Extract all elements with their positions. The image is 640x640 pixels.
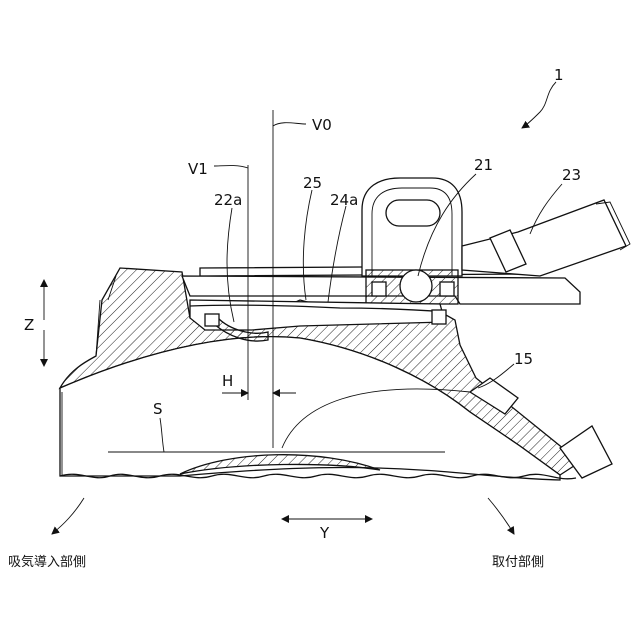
v0-leader xyxy=(273,123,306,126)
seal-right xyxy=(432,310,446,324)
label-v1: V1 xyxy=(188,160,208,178)
mount-side-arrow xyxy=(488,498,514,534)
label-15: 15 xyxy=(514,350,533,368)
v1-leader xyxy=(214,166,248,169)
label-intake-side: 吸気導入部側 xyxy=(8,554,86,570)
bracket-slot xyxy=(386,200,440,226)
label-z: Z xyxy=(24,316,34,334)
label-24a: 24a xyxy=(330,191,358,209)
intake-side-arrow xyxy=(52,498,84,534)
label-22a: 22a xyxy=(214,191,242,209)
valve-cap-left xyxy=(372,282,386,296)
label-25: 25 xyxy=(303,174,322,192)
label-s: S xyxy=(153,400,163,418)
label-23: 23 xyxy=(562,166,581,184)
seal-left xyxy=(205,314,219,326)
label-21: 21 xyxy=(474,156,493,174)
label-y: Y xyxy=(319,524,330,542)
outlet-pipe-23 xyxy=(462,200,626,276)
valve-cap-right xyxy=(440,282,454,296)
label-v0: V0 xyxy=(312,116,332,134)
mounting-bracket xyxy=(362,178,462,276)
assembly-leader xyxy=(522,82,556,128)
label-mount-side: 取付部側 xyxy=(492,555,544,570)
label-assembly: 1 xyxy=(554,66,564,84)
label-h: H xyxy=(222,372,233,390)
valve-ball xyxy=(400,270,432,302)
